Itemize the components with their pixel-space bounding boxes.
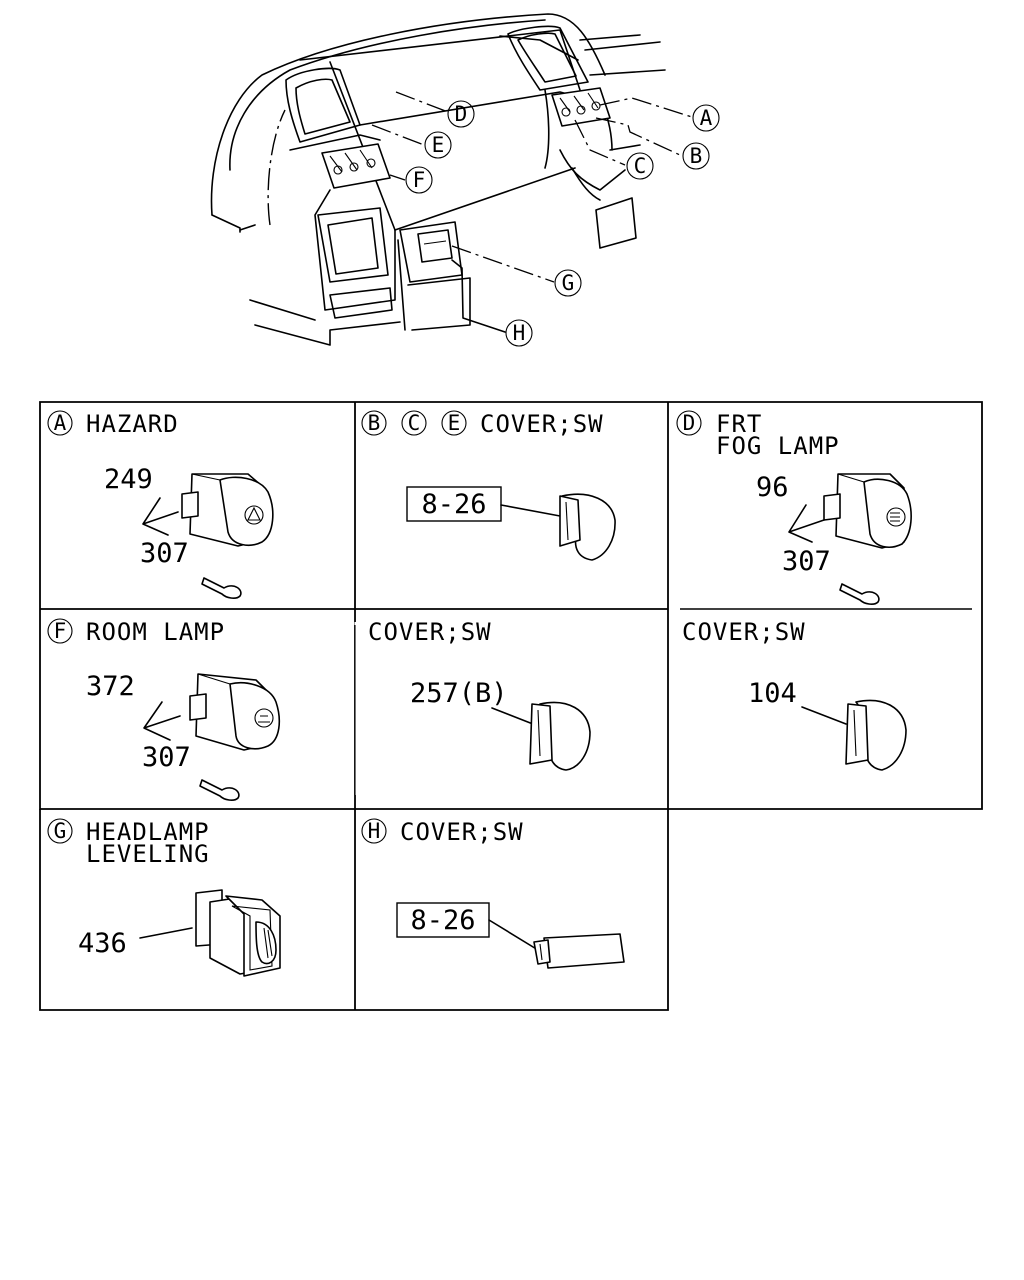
cell-headlamp-leveling-key: G [54, 819, 67, 843]
callout-h: H [505, 319, 533, 347]
cell-fog-lamp-key: D [683, 411, 696, 435]
cell-hazard-title: HAZARD [86, 410, 179, 438]
cell-cover-257-title: COVER;SW [368, 618, 492, 646]
part-number-96: 96 [756, 472, 789, 503]
callout-d: D [447, 100, 475, 128]
cell-cover-bce-key-c: C [408, 411, 421, 435]
cell-cover-bce-title: COVER;SW [480, 410, 604, 438]
cell-room-lamp: F ROOM LAMP 372 307 [47, 618, 281, 801]
part-number-257b: 257(B) [410, 678, 508, 709]
svg-text:E: E [432, 133, 445, 157]
parts-grid [39, 401, 983, 1011]
svg-text:A: A [700, 106, 713, 130]
part-number-8-26-a: 8-26 [421, 489, 486, 520]
callout-f: F [405, 166, 433, 194]
svg-text:G: G [562, 271, 575, 295]
part-number-8-26-b: 8-26 [410, 905, 475, 936]
cell-cover-104-title: COVER;SW [682, 618, 806, 646]
cell-headlamp-leveling-title-1: HEADLAMP [86, 818, 210, 846]
cell-cover-h: H COVER;SW 8-26 [361, 818, 625, 969]
svg-text:D: D [455, 102, 468, 126]
cell-fog-lamp-title-2: FOG LAMP [716, 432, 840, 460]
callout-a: A [692, 104, 720, 132]
svg-text:F: F [413, 168, 426, 192]
cell-cover-bce: B C E COVER;SW 8-26 [361, 410, 616, 561]
part-number-307-d: 307 [782, 546, 831, 577]
cell-hazard: A HAZARD 249 307 [47, 410, 274, 599]
part-number-104: 104 [748, 678, 797, 709]
svg-text:H: H [513, 321, 526, 345]
cell-cover-104: COVER;SW 104 [682, 618, 907, 771]
part-number-372: 372 [86, 671, 135, 702]
svg-text:B: B [690, 144, 703, 168]
cell-cover-257: COVER;SW 257(B) [368, 618, 591, 771]
cell-fog-lamp-title-1: FRT [716, 410, 762, 438]
callout-b: B [682, 142, 710, 170]
part-number-249: 249 [104, 464, 153, 495]
part-number-307-f: 307 [142, 742, 191, 773]
overview-leaders [371, 91, 693, 333]
cell-cover-h-key: H [368, 819, 381, 843]
part-number-307: 307 [140, 538, 189, 569]
callout-c: C [626, 152, 654, 180]
cell-cover-h-title: COVER;SW [400, 818, 524, 846]
callout-g: G [554, 269, 582, 297]
cell-fog-lamp: D FRT FOG LAMP 96 307 [676, 410, 912, 605]
cell-hazard-key: A [54, 411, 67, 435]
svg-text:C: C [634, 154, 647, 178]
cell-headlamp-leveling: G HEADLAMP LEVELING 436 [47, 818, 281, 977]
cell-room-lamp-title: ROOM LAMP [86, 618, 225, 646]
dashboard-illustration [210, 13, 666, 346]
cell-headlamp-leveling-title-2: LEVELING [86, 840, 210, 868]
part-number-436: 436 [78, 928, 127, 959]
cell-room-lamp-key: F [54, 619, 67, 643]
cell-cover-bce-key-b: B [368, 411, 381, 435]
cell-cover-bce-key-e: E [448, 411, 461, 435]
overview-callouts: A B C D E F G H [405, 100, 720, 347]
callout-e: E [424, 131, 452, 159]
